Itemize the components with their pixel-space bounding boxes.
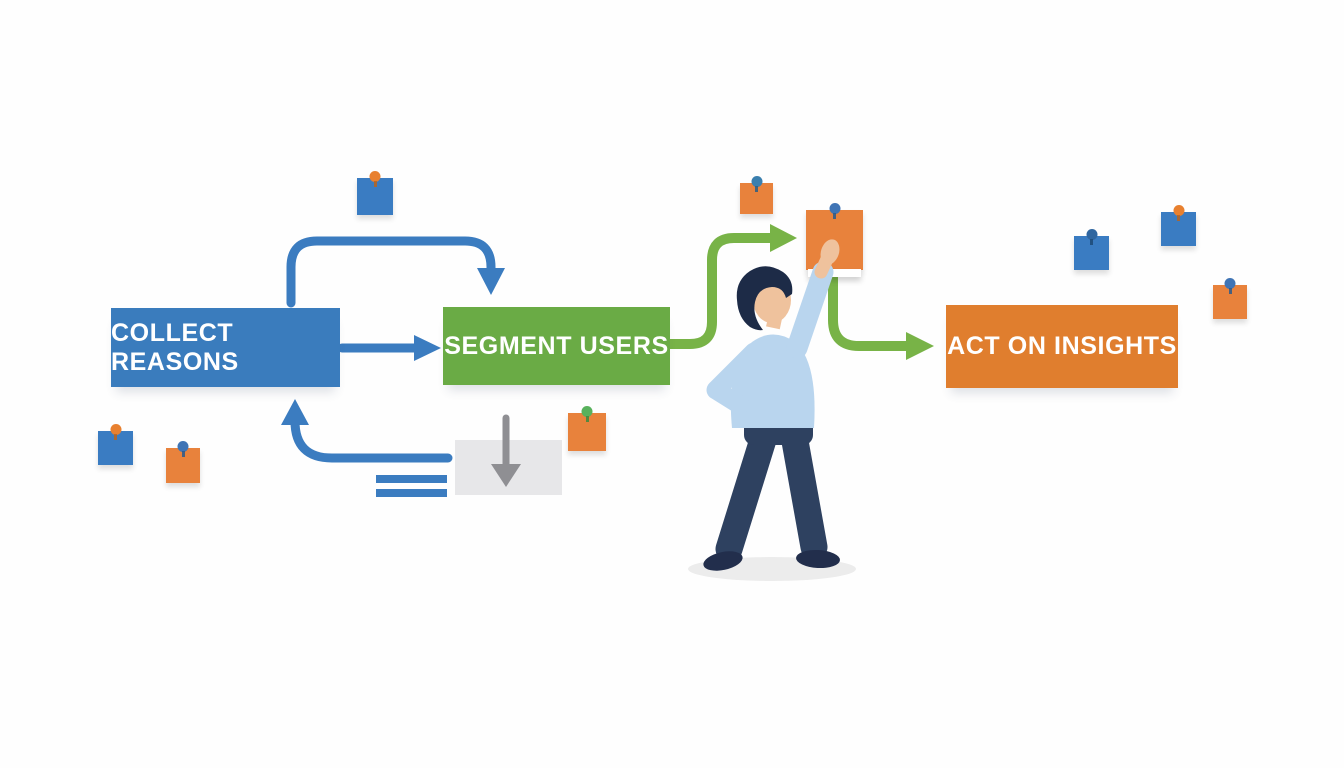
sticky-note-board-large-orange	[806, 203, 863, 277]
sticky-note-right-blue-high	[1161, 205, 1196, 246]
step-box-segment-users: SEGMENT USERS	[443, 307, 670, 385]
sticky-note-left-blue	[98, 424, 133, 465]
pin-icon	[581, 406, 593, 417]
step-box-collect-reasons: COLLECT REASONS	[111, 308, 340, 387]
sticky-note-board-small-orange	[740, 176, 773, 214]
pin-icon	[110, 424, 121, 435]
pin-icon	[829, 203, 840, 214]
sticky-note-right-orange	[1213, 278, 1247, 319]
download-panel	[455, 440, 562, 495]
pin-icon	[751, 176, 762, 187]
step-box-act-on-insights: ACT ON INSIGHTS	[946, 305, 1178, 388]
pin-icon	[1086, 229, 1097, 240]
pin-icon	[177, 441, 189, 452]
pin-icon	[369, 171, 381, 182]
sticky-note-right-blue-low	[1074, 229, 1109, 270]
sticky-note-left-orange	[166, 441, 200, 483]
step-label-segment-users: SEGMENT USERS	[444, 331, 669, 360]
pin-icon	[1224, 278, 1236, 289]
step-label-act-on-insights: ACT ON INSIGHTS	[947, 332, 1177, 360]
pin-icon	[1173, 205, 1184, 216]
step-label-collect-reasons: COLLECT REASONS	[111, 318, 239, 376]
sticky-note-top-blue	[357, 171, 393, 215]
sticky-note-center-orange	[568, 406, 606, 451]
